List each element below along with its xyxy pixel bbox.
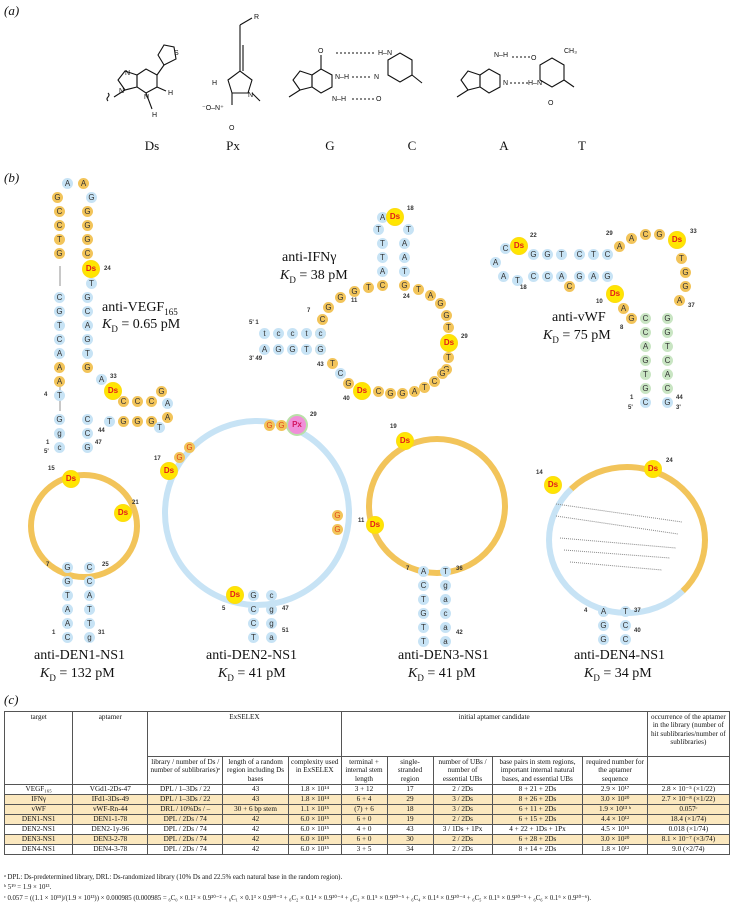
svg-text:O: O bbox=[531, 55, 537, 62]
aptamer-name-vwf: anti-vWF bbox=[552, 310, 606, 325]
kd-value-ifng: KD = 38 pM bbox=[280, 268, 348, 285]
kd-value-vwf: KD = 75 pM bbox=[543, 328, 611, 345]
kd-value-vegf: KD = 0.65 pM bbox=[102, 317, 181, 334]
col-length: length of a random region including Ds b… bbox=[222, 756, 289, 785]
col-group-initial: initial aptamer candidate bbox=[340, 711, 648, 757]
col-target: target bbox=[3, 711, 74, 785]
col-occurrence-sub bbox=[646, 756, 731, 785]
col-stem: terminal + internal stem length bbox=[340, 756, 388, 785]
svg-text:⁻O–N⁺: ⁻O–N⁺ bbox=[202, 105, 224, 112]
aptamer-name-ifng: anti-IFNγ bbox=[282, 250, 337, 265]
aptamer-summary-table: target aptamer ExSELEX initial aptamer c… bbox=[3, 711, 731, 855]
aptamer-name-vegf: anti-VEGF165 bbox=[102, 300, 178, 317]
panel-b-label: (b) bbox=[4, 170, 20, 185]
svg-text:O: O bbox=[376, 96, 382, 103]
position-number: 47 bbox=[95, 440, 102, 446]
svg-text:N: N bbox=[374, 74, 379, 81]
base-label-px: Px bbox=[226, 138, 240, 153]
aptamer-name-den4: anti-DEN4-NS1 bbox=[574, 648, 665, 663]
table-header-row-1: target aptamer ExSELEX initial aptamer c… bbox=[3, 711, 731, 785]
svg-text:N: N bbox=[119, 88, 124, 95]
footnote-c: ᶜ 0.057 = ((1.1 × 10¹⁵)/(1.9 × 10¹³)) × … bbox=[4, 895, 592, 902]
col-single-stranded: single-stranded region bbox=[386, 756, 434, 785]
svg-text:H: H bbox=[152, 112, 157, 119]
aptamer-name-den3: anti-DEN3-NS1 bbox=[398, 648, 489, 663]
svg-text:N: N bbox=[248, 92, 253, 99]
base-label-g: G bbox=[325, 138, 335, 153]
col-ubs: number of UBs / number of essential UBs bbox=[432, 756, 493, 785]
panel-c-label: (c) bbox=[4, 692, 19, 707]
nucleotide: G bbox=[82, 442, 93, 453]
svg-text:N: N bbox=[125, 70, 130, 77]
svg-text:N: N bbox=[144, 94, 149, 101]
svg-text:H–N: H–N bbox=[528, 80, 542, 87]
svg-text:CH₃: CH₃ bbox=[564, 48, 577, 55]
nucleobase-structures-diagram: N N N S H H R H N ⁻O–N⁺ O O N–H N–H H–N … bbox=[106, 14, 577, 132]
ds-structure-icon: N N N S H H bbox=[106, 44, 179, 119]
kd-value-den1: KD = 132 pM bbox=[40, 666, 115, 683]
col-occurrence: occurrence of the aptamer in the library… bbox=[646, 711, 731, 757]
five-prime-label: 5' bbox=[44, 449, 49, 455]
kd-value-den4: KD = 34 pM bbox=[584, 666, 652, 683]
base-label-t: T bbox=[578, 138, 586, 153]
nucleotide: c bbox=[54, 442, 65, 453]
col-required: required number for the aptamer sequence bbox=[582, 756, 648, 785]
base-label-ds: Ds bbox=[144, 138, 160, 153]
table-header-row-2: library / number of Ds / number of subli… bbox=[5, 756, 731, 785]
col-aptamer: aptamer bbox=[72, 711, 149, 785]
aptamer-name-den1: anti-DEN1-NS1 bbox=[34, 648, 125, 663]
base-label-c: C bbox=[407, 138, 417, 153]
svg-text:H: H bbox=[168, 90, 173, 97]
col-complexity: complexity used in ExSELEX bbox=[287, 756, 342, 785]
svg-text:O: O bbox=[318, 48, 324, 55]
svg-text:N–H: N–H bbox=[335, 74, 349, 81]
svg-text:N–H: N–H bbox=[494, 52, 508, 59]
svg-text:N: N bbox=[503, 80, 508, 87]
col-group-exselex: ExSELEX bbox=[147, 711, 342, 757]
col-base-pairs: base pairs in stem regions, important in… bbox=[491, 756, 584, 785]
kd-value-den2: KD = 41 pM bbox=[218, 666, 286, 683]
aptamer-name-den2: anti-DEN2-NS1 bbox=[206, 648, 297, 663]
footnote-a: ᵃ DPL: Ds-predetermined library, DRL: Ds… bbox=[4, 874, 343, 881]
at-pair-structure-icon: N–H N O H–N CH₃ O bbox=[456, 48, 577, 107]
svg-text:S: S bbox=[174, 50, 179, 57]
svg-text:H–N: H–N bbox=[378, 50, 392, 57]
kd-value-den3: KD = 41 pM bbox=[408, 666, 476, 683]
panel-a-label: (a) bbox=[4, 3, 20, 18]
footnote-b: ᵇ 5¹⁹ = 1.9 × 10¹³. bbox=[4, 884, 52, 891]
svg-text:O: O bbox=[548, 100, 554, 107]
col-library: library / number of Ds / number of subli… bbox=[147, 756, 224, 785]
px-structure-icon: R H N ⁻O–N⁺ O bbox=[202, 14, 261, 132]
position-number: 1 bbox=[46, 440, 50, 446]
base-label-a: A bbox=[499, 138, 509, 153]
svg-text:O: O bbox=[229, 125, 235, 132]
svg-text:N–H: N–H bbox=[332, 96, 346, 103]
svg-text:R: R bbox=[254, 14, 259, 21]
gc-pair-structure-icon: O N–H N–H H–N N O bbox=[288, 48, 423, 103]
svg-text:H: H bbox=[212, 80, 217, 87]
